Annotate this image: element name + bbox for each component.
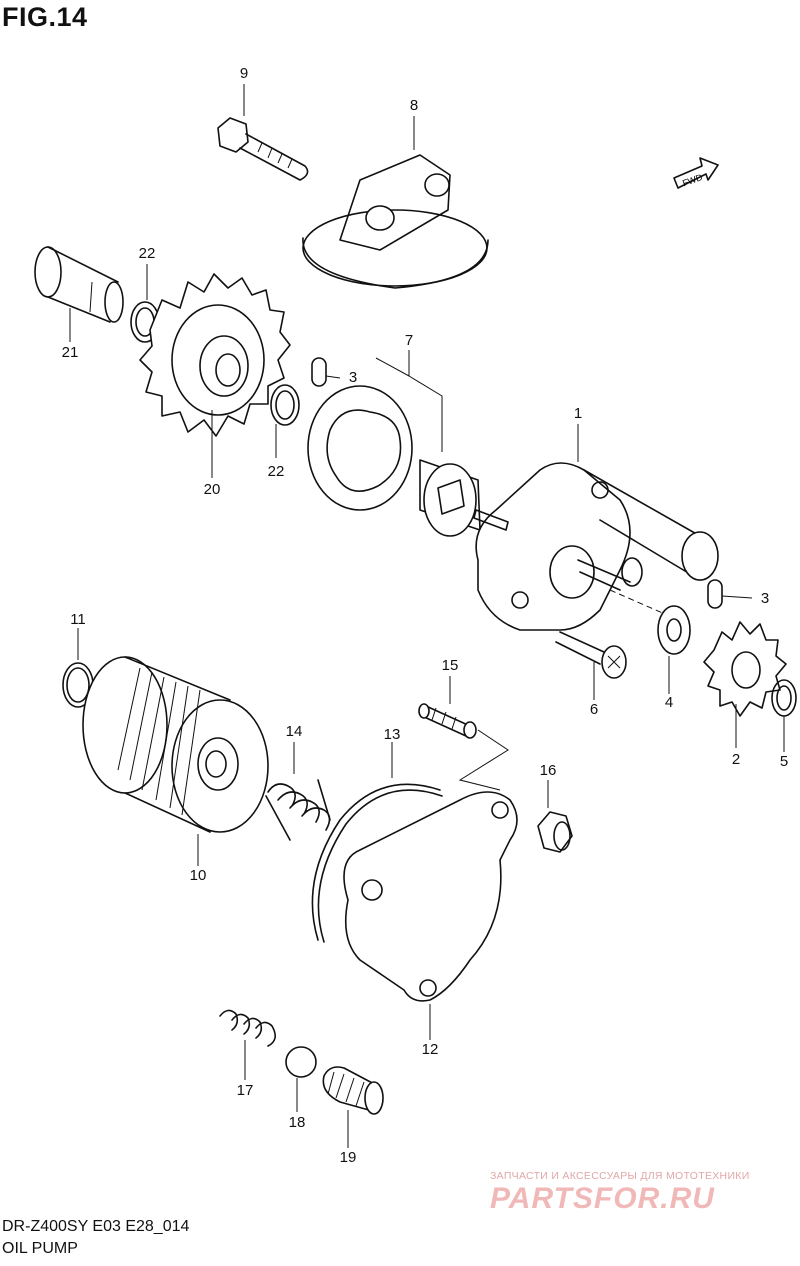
callout-20: 20 xyxy=(203,481,221,498)
callout-18: 18 xyxy=(288,1114,306,1131)
callout-11: 11 xyxy=(70,611,86,628)
model-code: DR-Z400SY E03 E28_014 xyxy=(2,1218,190,1235)
callout-22-bottom: 22 xyxy=(267,463,285,480)
rotor-set-part-7[interactable] xyxy=(307,385,481,537)
section-title: OIL PUMP xyxy=(2,1240,78,1257)
bolt-part-9[interactable] xyxy=(217,117,309,181)
drive-gear-part-20[interactable] xyxy=(139,273,291,437)
callout-16: 16 xyxy=(539,762,557,779)
oil-strainer-part-8[interactable] xyxy=(302,154,489,289)
callout-19: 19 xyxy=(339,1149,357,1166)
stud-bolt-part-15[interactable] xyxy=(418,703,509,791)
shaft-part-21[interactable] xyxy=(34,246,124,323)
callout-4: 4 xyxy=(664,694,674,711)
callout-3-top: 3 xyxy=(348,369,358,386)
fwd-arrow-icon: FWD xyxy=(673,157,719,189)
callout-15: 15 xyxy=(441,657,459,674)
filter-cover-part-12[interactable] xyxy=(343,791,518,1002)
spring-part-14[interactable] xyxy=(265,779,331,841)
circlip-part-5[interactable] xyxy=(771,679,797,717)
callout-8: 8 xyxy=(409,97,419,114)
callout-1: 1 xyxy=(573,405,583,422)
gasket-part-13[interactable] xyxy=(311,783,443,943)
callout-13: 13 xyxy=(383,726,401,743)
screw-part-6[interactable] xyxy=(555,631,627,679)
figure-title: FIG.14 xyxy=(2,2,88,32)
callout-2: 2 xyxy=(731,751,741,768)
callout-5: 5 xyxy=(779,753,789,770)
callout-3-right: 3 xyxy=(760,590,770,607)
watermark-logo: PARTSFOR.RU xyxy=(490,1182,715,1215)
washer-part-4[interactable] xyxy=(657,605,691,655)
leader-lines xyxy=(69,84,785,1148)
nut-part-16[interactable] xyxy=(537,811,573,853)
callout-6: 6 xyxy=(589,701,599,718)
callout-22-top: 22 xyxy=(138,245,156,262)
callout-9: 9 xyxy=(239,65,249,82)
callout-14: 14 xyxy=(285,723,303,740)
pump-body-part-1[interactable] xyxy=(473,462,719,631)
spring-part-17[interactable] xyxy=(219,1009,276,1047)
callout-21: 21 xyxy=(61,344,79,361)
ball-part-18[interactable] xyxy=(285,1046,317,1078)
driven-gear-part-2[interactable] xyxy=(703,621,787,717)
dowel-pin-part-3[interactable] xyxy=(311,357,723,609)
callout-12: 12 xyxy=(421,1041,439,1058)
callout-10: 10 xyxy=(189,867,207,884)
watermark-tagline: ЗАПЧАСТИ И АКСЕССУАРЫ ДЛЯ МОТОТЕХНИКИ xyxy=(490,1170,750,1182)
plug-part-19[interactable] xyxy=(322,1066,384,1115)
callout-17: 17 xyxy=(236,1082,254,1099)
callout-7: 7 xyxy=(404,332,414,349)
oil-filter-part-10[interactable] xyxy=(82,656,269,833)
